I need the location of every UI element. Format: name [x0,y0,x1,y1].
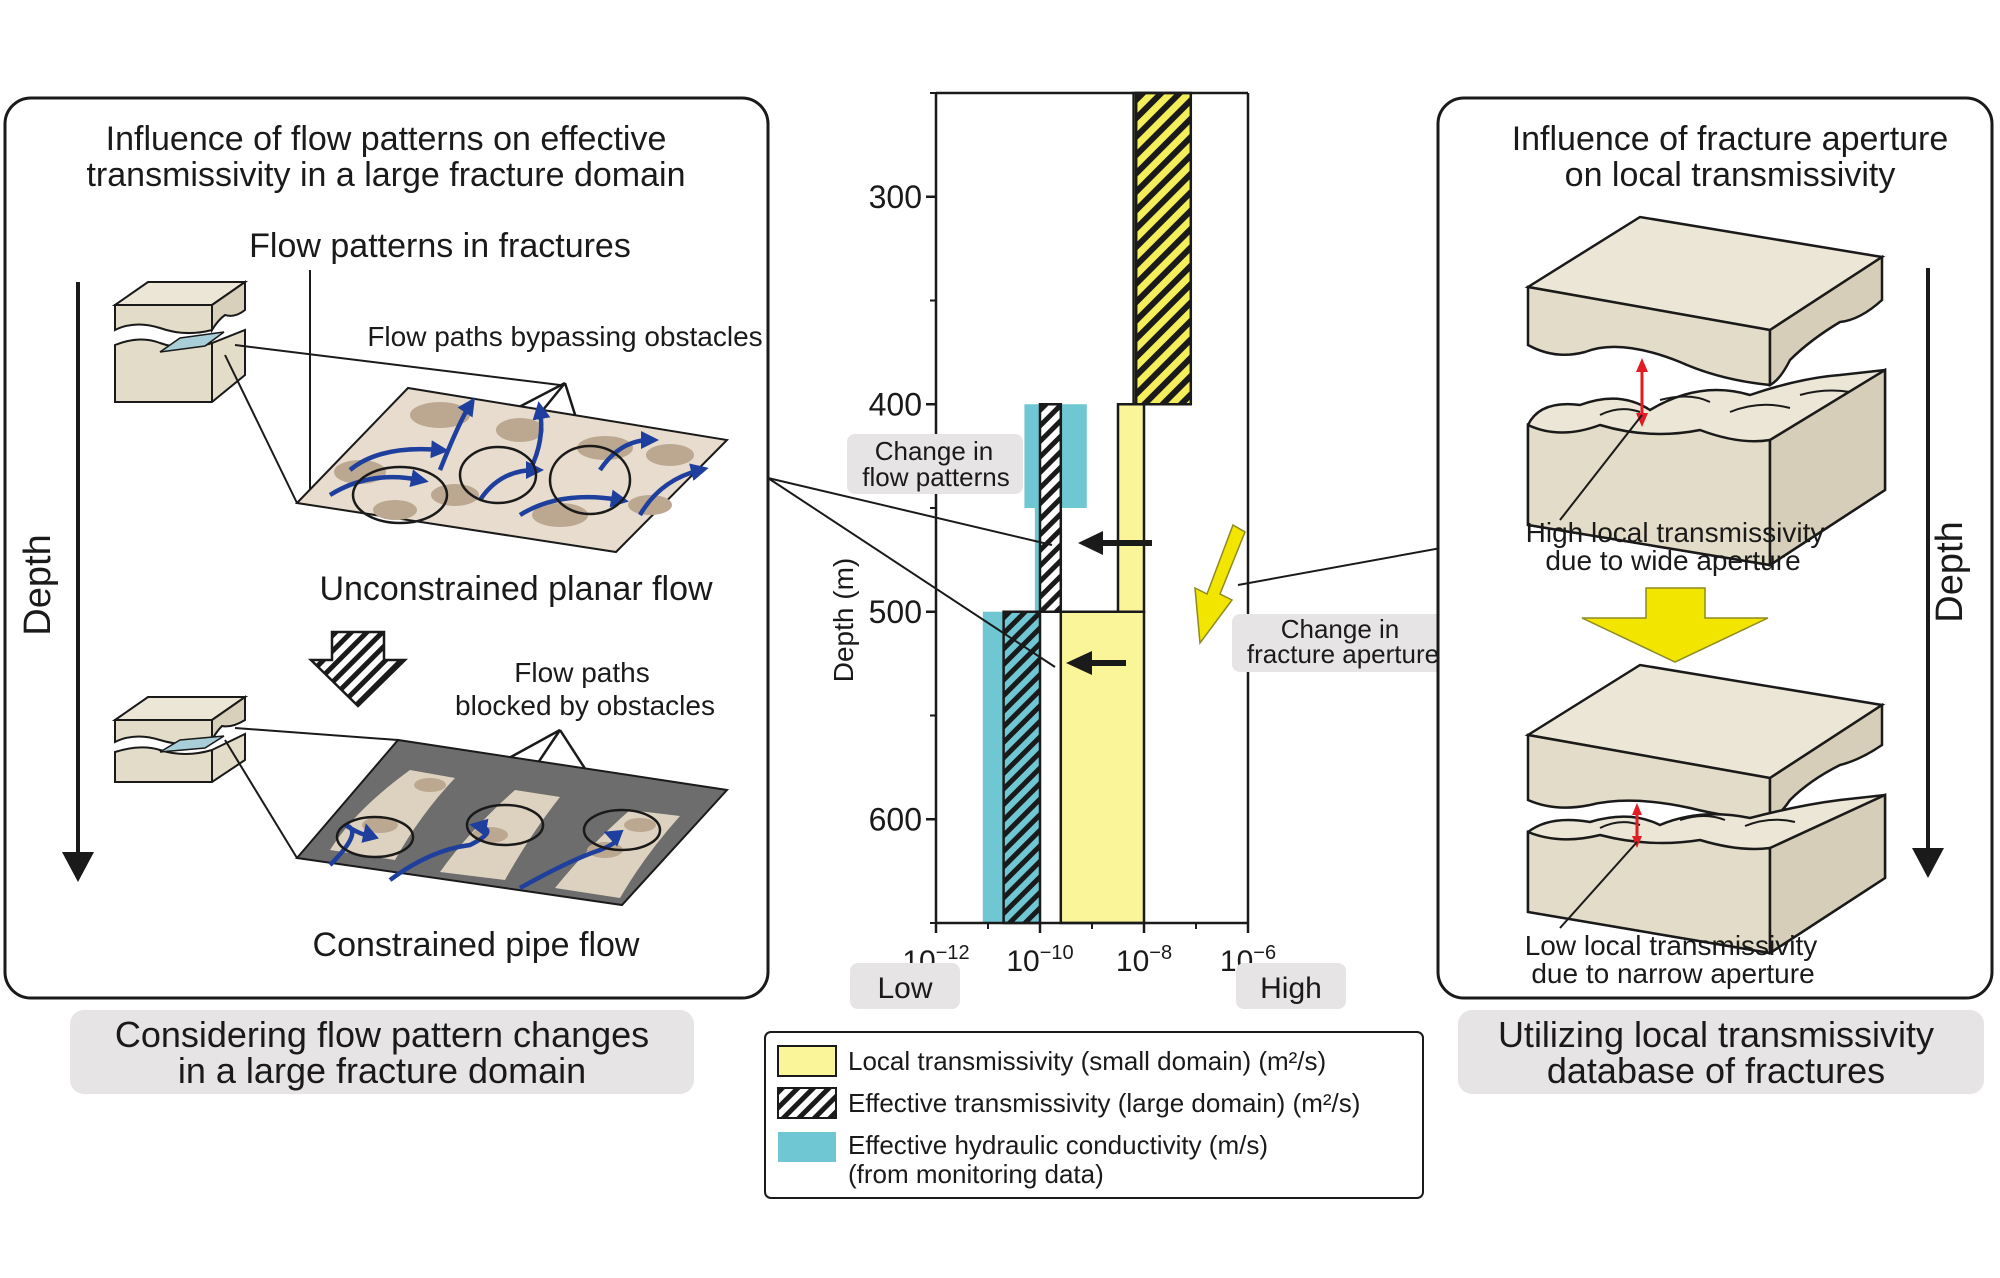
high-label: High [1260,972,1322,1005]
constrained-flow-plate [295,738,730,907]
yellow-down-arrow [1581,587,1769,663]
low-label-line1: Low local transmissivity [1525,930,1818,961]
chart-marks [982,91,1193,925]
high-label-bg [1236,963,1346,1009]
left-caption-line1: Considering flow pattern changes [115,1014,649,1055]
right-panel: Influence of fracture aperture on local … [1436,96,1994,1000]
zoom-line-bottom-a [234,727,399,741]
unconstrained-flow-plate [294,386,730,554]
x-tick-base: 10 [1006,945,1039,978]
change-aperture-line2: fracture aperture [1247,639,1439,669]
right-depth-arrow [1912,268,1944,878]
right-caption-bg [1458,1010,1984,1094]
flow-patterns-subtitle: Flow patterns in fractures [249,227,631,265]
change-flow-label-bg [847,434,1023,494]
right-caption: Utilizing local transmissivity database … [1458,1010,1984,1094]
x-tick-label: 10−6 [1220,942,1276,978]
low-label-bg [850,963,960,1009]
x-tick-exponent: −8 [1149,942,1172,964]
legend-frame [764,1031,1424,1199]
legend-local-swatch [777,1045,837,1077]
left-caption-bg [70,1010,694,1094]
zoom-line-top-b [224,354,298,504]
narrow-aperture-block [1524,663,1887,956]
local-transmissivity-bar-3 [1059,610,1146,925]
y-tick-label: 600 [869,801,922,837]
right-depth-label: Depth [1929,521,1971,622]
change-flow-line2: flow patterns [862,462,1009,492]
right-title-line2: on local transmissivity [1565,156,1896,194]
chart-legend: Local transmissivity (small domain) (m²/… [764,1031,1424,1199]
fracture-block-icon-bottom [111,695,249,783]
low-label: Low [877,972,932,1005]
high-label-line2: due to wide aperture [1545,545,1800,576]
x-tick-label: 10−10 [1006,942,1073,978]
left-title-line2: transmissivity in a large fracture domai… [86,156,685,194]
zoom-line-top-a [234,344,561,386]
legend-effective-label: Effective transmissivity (large domain) … [848,1088,1360,1118]
x-tick-label: 10−12 [902,942,969,978]
blocked-label-line2: blocked by obstacles [455,690,715,721]
zoom-line-bottom-b [224,739,298,859]
high-callout-line [1559,414,1643,521]
hatched-down-arrow [307,630,409,708]
high-label-line1: High local transmissivity [1526,517,1825,548]
left-caption-line2: in a large fracture domain [178,1050,586,1091]
y-tick-label: 500 [869,594,922,630]
flow-change-arrow-upper [1078,531,1152,555]
left-panel: Influence of flow patterns on effective … [3,96,770,1000]
x-tick-base: 10 [1116,945,1149,978]
blocked-label-line1: Flow paths [514,657,649,688]
legend-conductivity-swatch [778,1132,836,1162]
right-title-line1: Influence of fracture aperture [1512,120,1949,158]
fracture-block-icon-top [111,280,249,403]
aperture-change-arrow [1194,523,1246,646]
chart-ylabel: Depth (m) [828,558,859,682]
unconstrained-flow-label: Unconstrained planar flow [319,570,713,608]
y-tick-label: 300 [869,179,922,215]
constrained-flow-label: Constrained pipe flow [313,926,640,964]
change-aperture-line1: Change in [1281,614,1400,644]
left-depth-arrow [62,282,94,882]
x-tick-label: 10−8 [1116,942,1172,978]
x-tick-exponent: −6 [1253,942,1276,964]
change-aperture-label-bg [1232,614,1450,672]
low-label-line2: due to narrow aperture [1531,958,1814,989]
left-title-line1: Influence of flow patterns on effective [106,120,667,158]
effective-transmissivity-bar-2 [1038,403,1063,613]
low-callout-line [1559,841,1638,929]
left-caption: Considering flow pattern changes in a la… [70,1010,694,1094]
local-transmissivity-bar-2 [1116,403,1146,613]
legend-local-label: Local transmissivity (small domain) (m²/… [848,1046,1326,1076]
change-flow-line1: Change in [875,436,994,466]
y-tick-label: 400 [869,386,922,422]
bypass-label: Flow paths bypassing obstacles [367,321,762,352]
left-depth-label: Depth [17,534,59,635]
right-caption-line1: Utilizing local transmissivity [1498,1014,1934,1055]
legend-conductivity-label-line1: Effective hydraulic conductivity (m/s) [848,1130,1268,1160]
right-caption-line2: database of fractures [1547,1050,1885,1091]
effective-transmissivity-bar-3 [1002,610,1042,925]
wide-aperture-block [1524,215,1887,568]
legend-effective-swatch [777,1087,837,1119]
legend-conductivity-label-line2: (from monitoring data) [848,1159,1104,1189]
flow-change-arrow-lower [1066,651,1126,675]
x-tick-exponent: −10 [1040,942,1074,964]
effective-transmissivity-bar-1 [1134,91,1193,406]
x-tick-exponent: −12 [936,942,970,964]
